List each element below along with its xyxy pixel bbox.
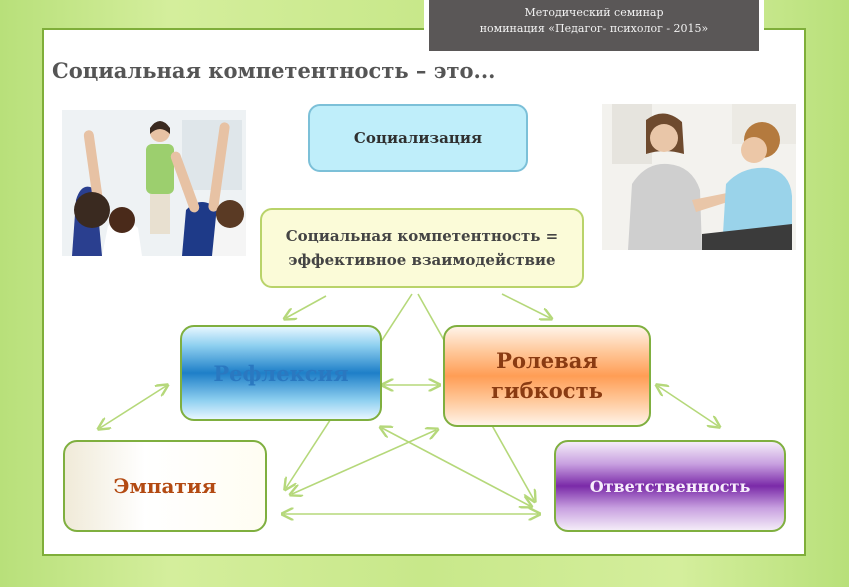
node-socialization-label: Социализация	[354, 129, 482, 147]
node-empathy-label: Эмпатия	[114, 474, 217, 498]
node-competence-line-2: эффективное взаимодействие	[286, 248, 559, 272]
node-competence-line-1: Социальная компетентность =	[286, 224, 559, 248]
node-reflexion-label: Рефлексия	[213, 361, 348, 386]
arrow-role-responsibility	[658, 386, 718, 426]
node-social-competence: Социальная компетентность = эффективное …	[260, 208, 584, 288]
node-role-line-2: гибкость	[491, 376, 603, 406]
node-reflexion: Рефлексия	[180, 325, 382, 421]
node-responsibility-label: Ответственность	[590, 477, 751, 496]
node-empathy: Эмпатия	[63, 440, 267, 532]
arrow-competence-role	[502, 294, 550, 318]
node-socialization: Социализация	[308, 104, 528, 172]
arrow-competence-reflexion	[286, 296, 326, 318]
arrow-reflexion-responsibility	[382, 428, 530, 506]
node-role-flexibility: Ролевая гибкость	[443, 325, 651, 427]
node-role-line-1: Ролевая	[491, 346, 603, 376]
arrow-reflexion-empathy	[100, 386, 166, 428]
node-responsibility: Ответственность	[554, 440, 786, 532]
arrow-empathy-role	[292, 430, 436, 494]
